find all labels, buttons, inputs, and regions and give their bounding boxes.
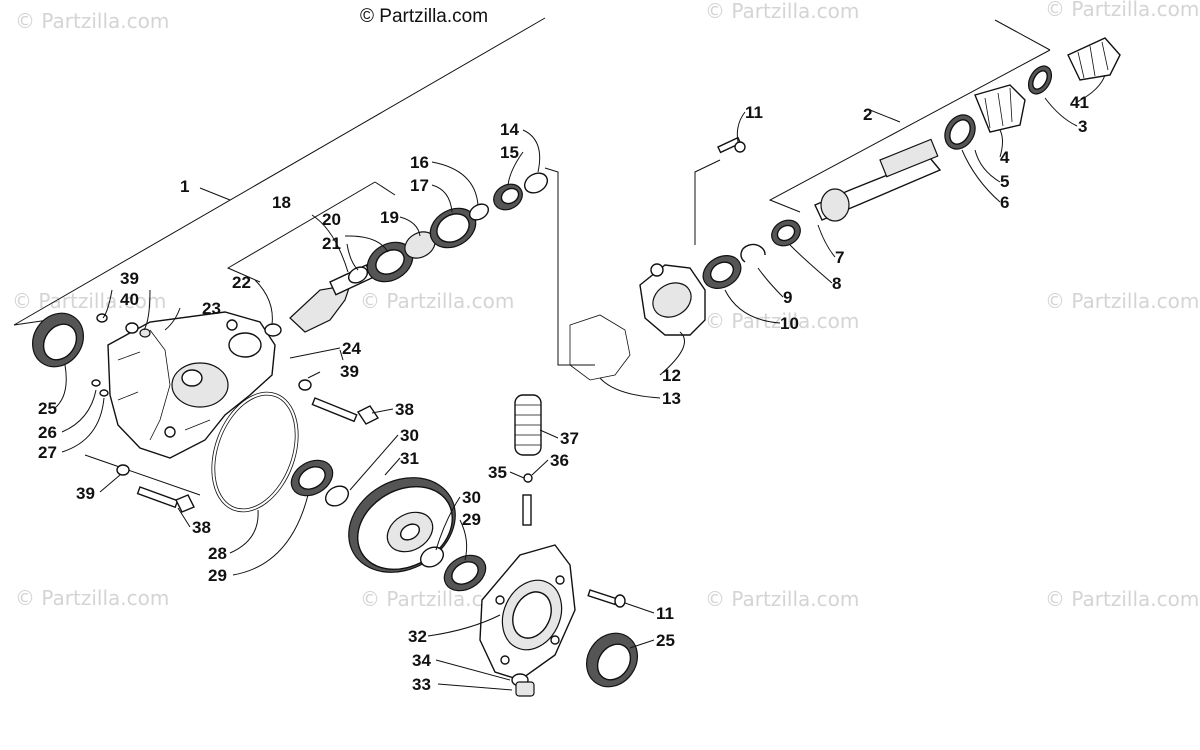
ring-16 [468, 203, 490, 221]
watermark: © Partzilla.com [360, 289, 514, 313]
callout-labels: 1 2 3 4 5 6 7 8 9 10 11 11 12 13 14 15 1… [38, 93, 1089, 694]
watermark: © Partzilla.com [705, 309, 859, 333]
bearing-housing-12 [639, 263, 706, 336]
watermark: © Partzilla.com [705, 587, 859, 611]
watermark: © Partzilla.com [1045, 289, 1199, 313]
callout-39-lower: 39 [76, 484, 95, 503]
callout-4: 4 [1000, 148, 1010, 167]
needle-bearing-15 [493, 183, 523, 211]
callout-39-upper: 39 [120, 269, 139, 288]
callout-31: 31 [400, 449, 419, 468]
watermark: © Partzilla.com [705, 0, 859, 23]
boot-4 [974, 84, 1026, 133]
callout-8: 8 [832, 274, 841, 293]
callout-30-upper: 30 [400, 426, 419, 445]
callout-13: 13 [662, 389, 681, 408]
snap-ring-9 [740, 243, 766, 263]
callout-35: 35 [488, 463, 507, 482]
callout-36: 36 [550, 451, 569, 470]
gasket-28 [211, 391, 299, 513]
callout-19: 19 [380, 208, 399, 227]
screw-11-lower [587, 589, 626, 608]
callout-10: 10 [780, 314, 799, 333]
callout-22: 22 [232, 273, 251, 292]
callout-14: 14 [500, 120, 519, 139]
oil-seal-25-left [32, 312, 84, 368]
callout-12: 12 [662, 366, 681, 385]
callout-21: 21 [322, 234, 341, 253]
callout-7: 7 [835, 248, 844, 267]
copyright-label: © Partzilla.com [360, 6, 488, 27]
callout-2: 2 [863, 105, 872, 124]
output-shaft-7 [814, 138, 942, 222]
callout-5: 5 [1000, 172, 1009, 191]
callout-9: 9 [783, 288, 792, 307]
screw-11-upper [717, 136, 746, 154]
watermark: © Partzilla.com [1045, 587, 1199, 611]
boot-41 [1067, 37, 1121, 81]
watermark: © Partzilla.com [1045, 0, 1199, 21]
shim-30 [324, 485, 350, 507]
race-17 [429, 207, 477, 249]
callout-30-lower: 30 [462, 488, 481, 507]
callout-29-right: 29 [462, 510, 481, 529]
shim-30b [419, 546, 445, 568]
leader-lines [54, 74, 1106, 691]
callout-25-left: 25 [38, 399, 57, 418]
callout-28: 28 [208, 544, 227, 563]
callout-37: 37 [560, 429, 579, 448]
watermark: © Partzilla.com [12, 289, 166, 313]
bolts-38 [136, 397, 380, 513]
bearing-10 [702, 255, 742, 289]
clamp-6 [944, 114, 976, 150]
callout-41: 41 [1070, 93, 1089, 112]
callout-38-upper: 38 [395, 400, 414, 419]
callout-11-upper: 11 [745, 103, 763, 122]
oil-seal-25-right [586, 632, 638, 688]
watermarks: © Partzilla.com © Partzilla.com © Partzi… [12, 0, 1199, 611]
callout-34: 34 [412, 651, 431, 670]
seal-8 [771, 219, 801, 247]
callout-38-lower: 38 [192, 518, 211, 537]
callout-17: 17 [410, 176, 429, 195]
callout-11-lower: 11 [656, 604, 674, 623]
callout-18: 18 [272, 193, 291, 212]
callout-3: 3 [1078, 117, 1087, 136]
gear-case-housing [107, 311, 276, 459]
clamp-3 [1027, 65, 1053, 95]
watermark: © Partzilla.com [15, 9, 169, 33]
bearing-20 [366, 241, 414, 283]
callout-20: 20 [322, 210, 341, 229]
callout-6: 6 [1000, 193, 1009, 212]
callout-26: 26 [38, 423, 57, 442]
washer-39 [298, 379, 312, 391]
vent-hose-37 [514, 394, 542, 526]
callout-15: 15 [500, 143, 519, 162]
callout-24: 24 [342, 339, 361, 358]
shim-21 [347, 266, 369, 284]
gear-case-cover-32 [479, 544, 576, 681]
watermark: © Partzilla.com [15, 586, 169, 610]
drain-plug-33 [511, 673, 535, 697]
callout-23: 23 [202, 299, 221, 318]
callout-25-right: 25 [656, 631, 675, 650]
callout-33: 33 [412, 675, 431, 694]
callout-40: 40 [120, 290, 139, 309]
bearing-29b [443, 554, 487, 592]
bearing-29 [290, 459, 334, 497]
callout-39-mid: 39 [340, 362, 359, 381]
callout-27: 27 [38, 443, 57, 462]
callout-16: 16 [410, 153, 429, 172]
callout-1: 1 [180, 177, 189, 196]
callout-29-left: 29 [208, 566, 227, 585]
group-brackets [13, 17, 1051, 496]
callout-32: 32 [408, 627, 427, 646]
snap-ring-14 [523, 172, 549, 194]
gasket-13 [569, 314, 631, 381]
